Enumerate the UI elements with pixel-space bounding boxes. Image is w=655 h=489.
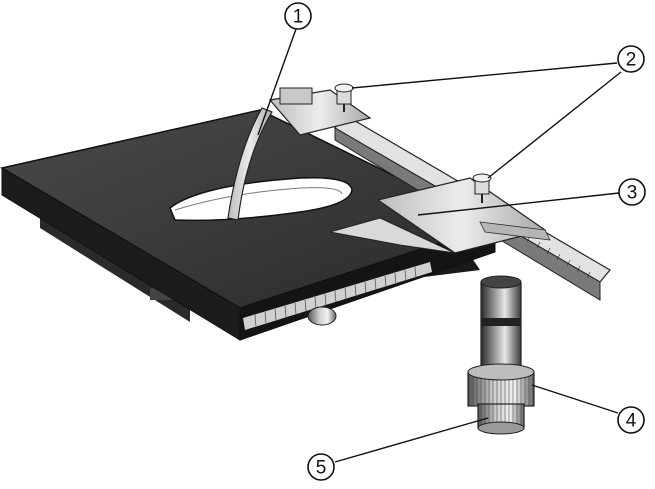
screw-right — [472, 173, 492, 203]
callout-3-label: 3 — [627, 183, 638, 204]
callout-4-label: 4 — [626, 411, 637, 432]
upper-knob — [467, 363, 535, 407]
callout-5-label: 5 — [316, 458, 327, 479]
callout-3: 3 — [618, 178, 646, 206]
callout-1-label: 1 — [293, 7, 304, 28]
leader-line-2a — [351, 62, 618, 89]
callout-2: 2 — [617, 45, 645, 73]
leader-lines — [257, 28, 622, 463]
leader-line-5 — [334, 417, 489, 463]
leader-line-2b — [487, 71, 622, 179]
control-shaft — [480, 275, 522, 373]
screw-left — [334, 83, 354, 112]
lower-knob — [477, 403, 525, 435]
callout-1: 1 — [284, 2, 312, 30]
callout-5: 5 — [307, 453, 335, 481]
callout-2-label: 2 — [626, 50, 637, 71]
stage-edge-knob — [307, 306, 337, 326]
leader-line-3 — [417, 192, 620, 216]
slide-holder — [329, 177, 551, 254]
stage-scale-ticks — [254, 266, 417, 327]
leader-line-4 — [531, 384, 619, 414]
leader-line-1 — [257, 28, 297, 136]
callout-4: 4 — [617, 406, 645, 434]
